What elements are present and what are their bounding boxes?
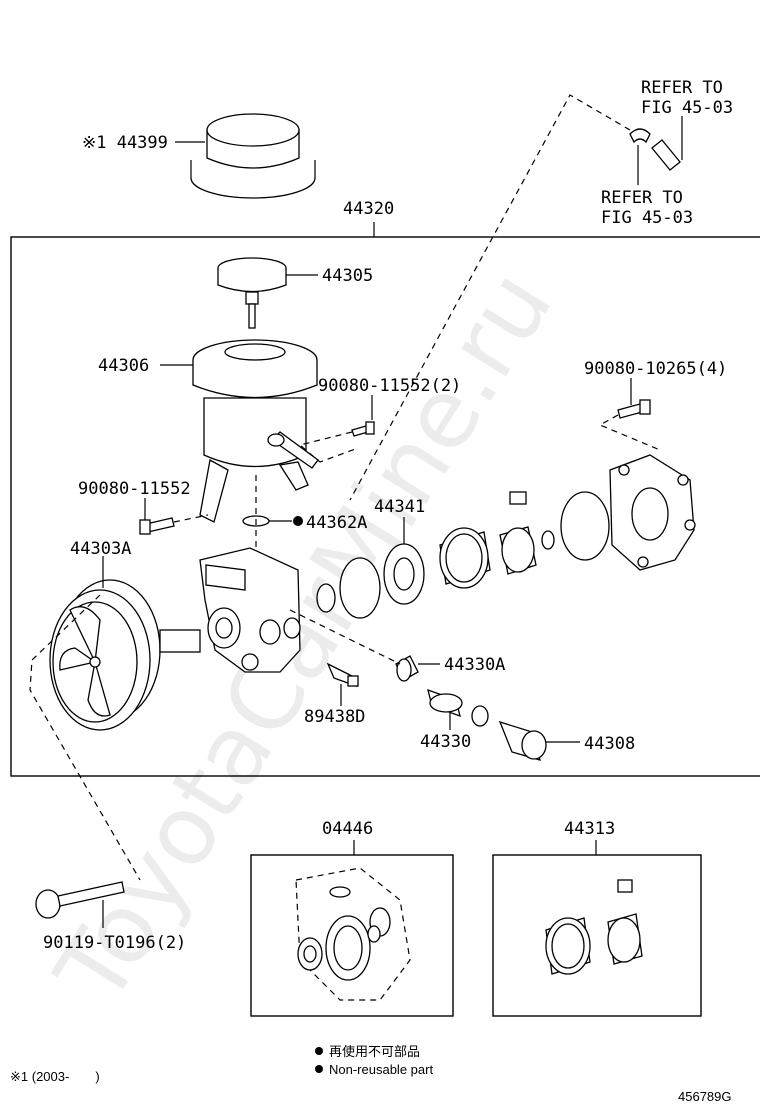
label-44330: 44330 xyxy=(420,732,471,752)
label-90080-11552-2: 90080-11552(2) xyxy=(318,376,461,396)
kit-44313-contents xyxy=(545,879,643,975)
bolt-90119-T0196 xyxy=(35,881,125,919)
refer-top-line1: REFER TO xyxy=(641,78,723,98)
label-90080-10265-4: 90080-10265(4) xyxy=(584,359,727,379)
label-44305: 44305 xyxy=(322,266,373,286)
part-44303A-pulley xyxy=(49,579,201,731)
hose-clamp xyxy=(629,128,681,171)
part-44341-bearing-set xyxy=(316,491,610,619)
part-89438D-sensor xyxy=(326,662,359,688)
refer-bottom-line2: FIG 45-03 xyxy=(601,208,693,228)
footnote: ※1 (2003- ) xyxy=(10,1069,100,1084)
label-44362A: 44362A xyxy=(306,513,367,533)
pump-body xyxy=(199,547,301,673)
bolt-90080-11552 xyxy=(139,517,175,535)
label-44399: ※1 44399 xyxy=(82,133,168,153)
pump-rear-cover xyxy=(609,454,696,571)
bolt-90080-11552-pair xyxy=(351,421,375,437)
label-44341: 44341 xyxy=(374,497,425,517)
label-90119-T0196-2: 90119-T0196(2) xyxy=(43,933,186,953)
kit-box-44313 xyxy=(492,854,702,1017)
label-04446: 04446 xyxy=(322,819,373,839)
label-44330A: 44330A xyxy=(444,655,505,675)
kit-box-04446 xyxy=(250,854,454,1017)
figure-id: 456789G xyxy=(678,1089,732,1104)
part-44305-filler-cap xyxy=(217,257,287,329)
label-44308: 44308 xyxy=(584,734,635,754)
bolt-90080-10265 xyxy=(617,399,651,419)
assembly-box-44320 xyxy=(10,236,760,777)
part-44330A-spring xyxy=(395,655,419,682)
label-44306: 44306 xyxy=(98,356,149,376)
part-44330-valve xyxy=(427,688,489,727)
label-44313: 44313 xyxy=(564,819,615,839)
label-90080-11552: 90080-11552 xyxy=(78,479,191,499)
part-44306-reservoir xyxy=(192,339,319,523)
legend-jp: 再使用不可部品 xyxy=(329,1044,420,1059)
legend-en: Non-reusable part xyxy=(329,1062,433,1077)
kit-04446-contents xyxy=(295,867,411,1001)
label-89438D: 89438D xyxy=(304,707,365,727)
refer-bottom-line1: REFER TO xyxy=(601,188,683,208)
part-44399-cap xyxy=(190,113,316,199)
label-44303A: 44303A xyxy=(70,539,131,559)
legend-dot-2 xyxy=(315,1065,323,1073)
legend-dot-1 xyxy=(315,1047,323,1055)
refer-top-line2: FIG 45-03 xyxy=(641,98,733,118)
label-44320: 44320 xyxy=(343,199,394,219)
part-44308-union xyxy=(498,720,547,761)
